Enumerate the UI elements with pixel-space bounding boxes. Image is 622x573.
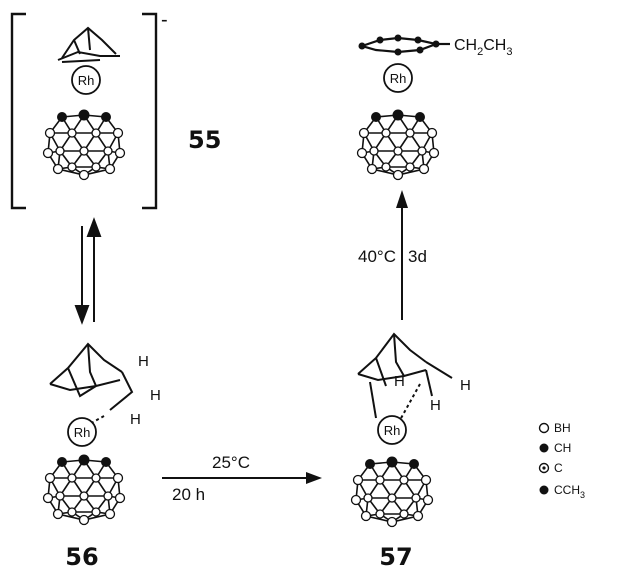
carborane-cage-55 bbox=[42, 108, 126, 181]
rhodium-atom-product: Rh bbox=[383, 63, 413, 93]
legend-item-cch3: CCH3 bbox=[539, 483, 585, 500]
norbornadiene-55 bbox=[57, 26, 120, 63]
rhodium-atom-57: Rh bbox=[377, 415, 407, 445]
svg-text:Rh: Rh bbox=[390, 71, 407, 86]
compound-55: - Rh 55 bbox=[10, 9, 221, 210]
svg-text:BH: BH bbox=[554, 421, 571, 435]
legend-item-ch: CH bbox=[539, 441, 571, 455]
norbornenyl-ligand-57 bbox=[357, 332, 453, 421]
reaction-time-56-57: 20 h bbox=[172, 485, 205, 504]
svg-text:CCH3: CCH3 bbox=[554, 483, 585, 500]
compound-label-55: 55 bbox=[188, 126, 221, 154]
h-label-57-1: H bbox=[394, 373, 405, 390]
rhodium-atom-56: Rh bbox=[67, 417, 97, 447]
right-bracket bbox=[142, 12, 158, 210]
h-label-57-2: H bbox=[460, 377, 471, 394]
product-complex: CH2CH3 Rh bbox=[356, 34, 512, 181]
reaction-temperature-57: 40°C bbox=[358, 247, 396, 266]
compound-label-56: 56 bbox=[65, 543, 98, 571]
equilibrium-arrows bbox=[74, 217, 102, 325]
h-label-56-1: H bbox=[138, 353, 149, 370]
compound-56: H H H Rh 56 bbox=[42, 342, 161, 571]
legend-item-bh: BH bbox=[538, 421, 571, 435]
svg-text:Rh: Rh bbox=[384, 423, 401, 438]
reaction-temperature-56-57: 25°C bbox=[212, 453, 250, 472]
reaction-arrow-56-57: 25°C 20 h bbox=[162, 453, 322, 504]
h-label-56-2: H bbox=[150, 387, 161, 404]
svg-text:Rh: Rh bbox=[74, 425, 91, 440]
norbornenyl-ligand-56 bbox=[49, 342, 134, 427]
ethyl-substituent: CH2CH3 bbox=[454, 37, 512, 58]
h-label-56-3: H bbox=[130, 411, 141, 428]
reaction-arrow-57-product: 40°C 3d bbox=[358, 190, 427, 320]
left-bracket bbox=[10, 12, 26, 210]
rhodium-atom-55: Rh bbox=[71, 65, 101, 95]
atom-legend: BH CH C CCH3 bbox=[538, 421, 585, 500]
legend-item-c: C bbox=[538, 461, 563, 475]
compound-57: H H H Rh 57 bbox=[350, 332, 471, 571]
h-label-57-3: H bbox=[430, 397, 441, 414]
carborane-cage-57 bbox=[350, 455, 434, 528]
ethylarene-ligand: CH2CH3 bbox=[358, 34, 512, 58]
compound-label-57: 57 bbox=[379, 543, 412, 571]
carborane-cage-product bbox=[356, 108, 440, 181]
reaction-time-57: 3d bbox=[408, 247, 427, 266]
carborane-cage-56 bbox=[42, 453, 126, 526]
svg-text:CH: CH bbox=[554, 441, 571, 455]
charge-label-55: - bbox=[161, 9, 168, 31]
svg-text:Rh: Rh bbox=[78, 73, 95, 88]
svg-text:C: C bbox=[554, 461, 563, 475]
